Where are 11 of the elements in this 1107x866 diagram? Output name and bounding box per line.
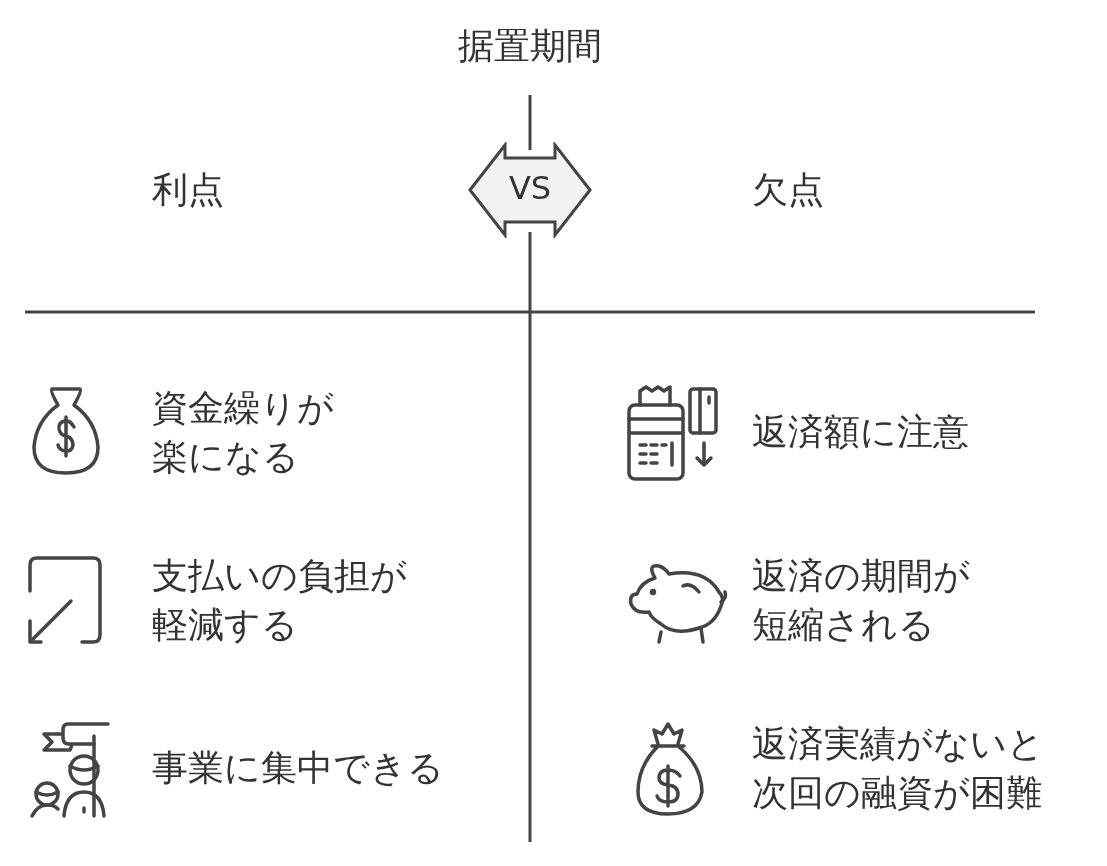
title: 据置期間 xyxy=(457,24,603,68)
disadvantage-text: 返済額に注意 xyxy=(752,410,970,454)
vs-hexagon xyxy=(468,142,592,238)
advantage-text: 支払いの負担が軽減する xyxy=(152,554,408,647)
column-heading: 欠点 xyxy=(752,168,825,212)
advantage-text: 事業に集中できる xyxy=(152,746,445,790)
disadvantage-text: 返済の期間が短縮される xyxy=(752,554,971,647)
column-heading: 利点 xyxy=(152,168,225,212)
vs-label: VS xyxy=(507,168,553,208)
disadvantage-text: 返済実績がないと次回の融資が困難 xyxy=(752,722,1045,815)
advantage-text: 資金繰りが楽になる xyxy=(152,386,335,479)
